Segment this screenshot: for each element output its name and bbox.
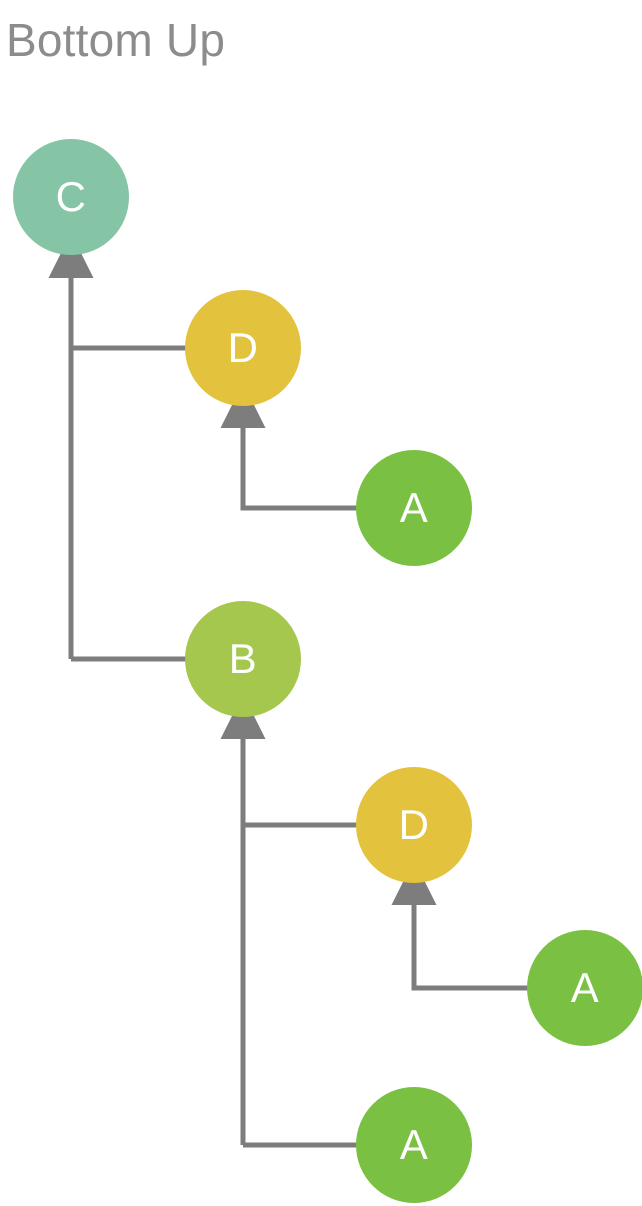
node-d-lower[interactable]: D xyxy=(356,767,472,883)
edge-a2-to-d2 xyxy=(391,860,528,991)
page-title: Bottom Up xyxy=(6,14,226,66)
node-label: A xyxy=(399,1121,429,1168)
node-label: B xyxy=(228,635,258,682)
node-c[interactable]: C xyxy=(13,139,129,255)
node-label: A xyxy=(570,964,600,1011)
node-label: D xyxy=(398,801,430,848)
node-a-right[interactable]: A xyxy=(527,930,642,1046)
node-label: A xyxy=(399,484,429,531)
node-a-upper[interactable]: A xyxy=(356,450,472,566)
node-b[interactable]: B xyxy=(185,601,301,717)
node-label: C xyxy=(55,173,87,220)
edge-a1-to-d1 xyxy=(220,383,357,511)
node-d-upper[interactable]: D xyxy=(185,290,301,406)
node-a-bottom[interactable]: A xyxy=(356,1087,472,1203)
node-label: D xyxy=(227,324,259,371)
